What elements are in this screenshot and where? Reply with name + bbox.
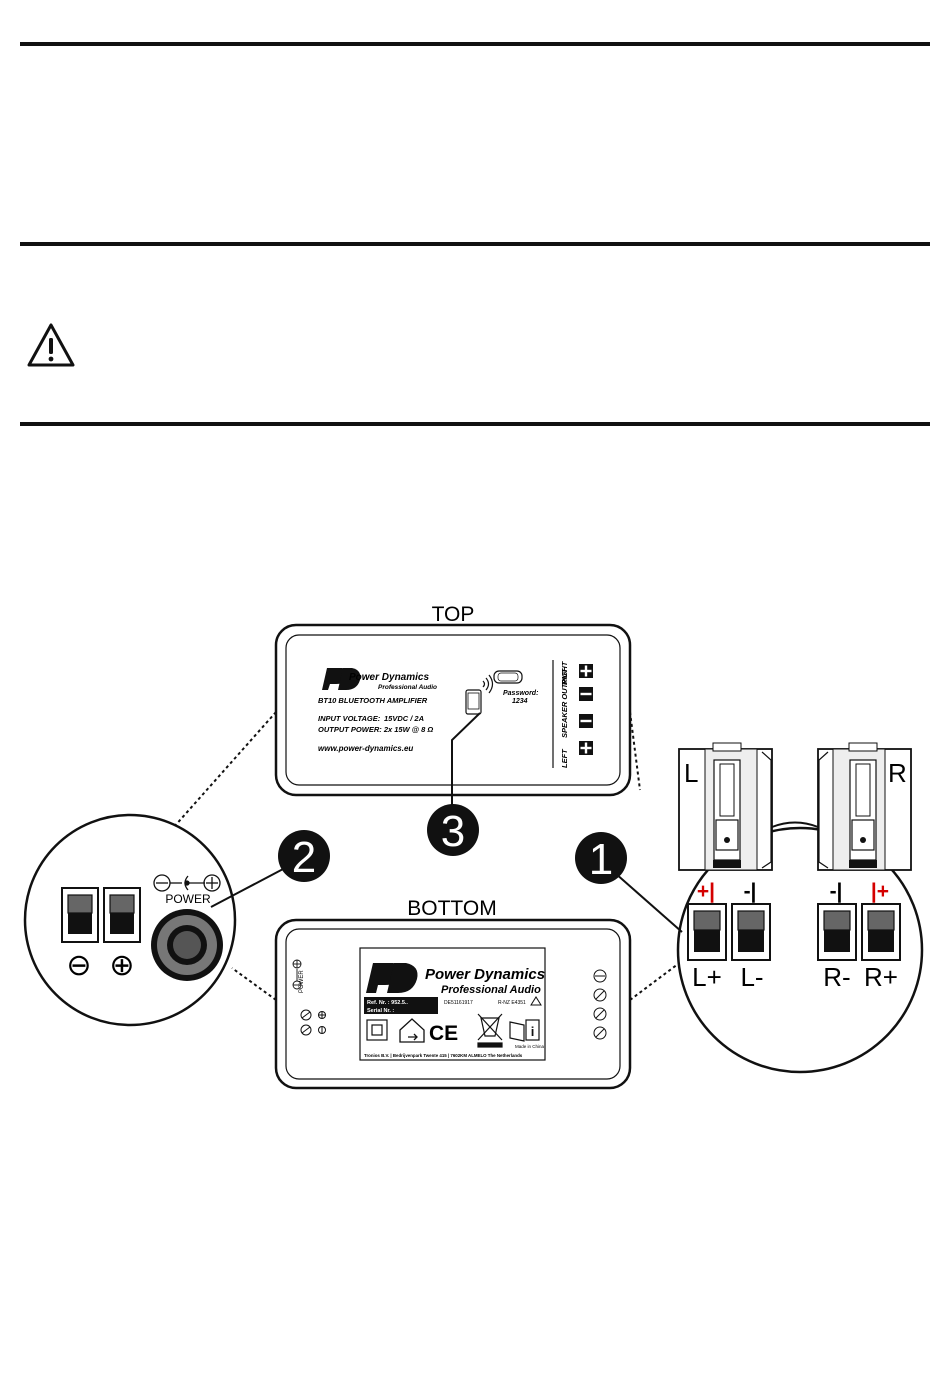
- terminal-lminus: [731, 903, 771, 961]
- ce-mark: CE: [429, 1022, 458, 1045]
- bottom-screws-left-icon: [300, 1009, 326, 1036]
- dc-power-jack: [151, 909, 223, 981]
- middle-rule: [20, 242, 930, 246]
- right-text: RIGHT: [560, 660, 569, 685]
- power-zoom-circle: ⊖ ⊕ POWER: [23, 813, 237, 1027]
- cert-code-text: DE51161917: [444, 1000, 473, 1006]
- bottom-rule: [20, 422, 930, 426]
- terminal-lplus: [687, 903, 727, 961]
- rnz-text: R-NZ E4351: [498, 1000, 526, 1006]
- made-in-text: Made in China: [515, 1044, 545, 1049]
- model-text: BT10 BLUETOOTH AMPLIFIER: [318, 696, 428, 705]
- speaker-device-icon: [493, 670, 523, 684]
- bottom-panel: POWER Power Dynamics Professional Audio …: [274, 918, 632, 1090]
- pd-logo-bottom: [366, 963, 418, 993]
- serial-nr-text: Serial Nr. :: [367, 1008, 394, 1014]
- callout-2-number: 2: [292, 833, 316, 882]
- indoor-use-icon: [399, 1018, 425, 1043]
- bottom-label: BOTTOM: [407, 897, 496, 920]
- double-insulation-icon: [366, 1019, 388, 1041]
- dc-polarity-icon: [153, 874, 221, 892]
- input-voltage-label: INPUT VOLTAGE:: [318, 714, 381, 723]
- left-text: LEFT: [560, 748, 569, 768]
- terminal-label-rminus: R-: [823, 962, 850, 992]
- callout-1: 1: [575, 832, 627, 884]
- terminal-minus-jack: [61, 887, 99, 943]
- terminal-plus-jack: [103, 887, 141, 943]
- top-label: TOP: [432, 603, 475, 626]
- speaker-right-icon: [817, 742, 912, 871]
- top-rule: [20, 42, 930, 46]
- callout-3-number: 3: [441, 807, 465, 856]
- terminal-rminus: [817, 903, 857, 961]
- label-top-rplus: |+: [871, 880, 889, 903]
- speaker-left-icon: [678, 742, 773, 871]
- password-label: Password:: [503, 690, 538, 697]
- terminal-label-rplus: R+: [864, 962, 898, 992]
- svg-text:i: i: [531, 1024, 535, 1039]
- brand-line2-top: Professional Audio: [378, 684, 437, 691]
- top-panel: Power Dynamics Professional Audio BT10 B…: [274, 623, 632, 797]
- power-label: POWER: [165, 892, 211, 906]
- speaker-left-label: L: [684, 758, 698, 788]
- bottom-screws-right-icon: [593, 969, 607, 1040]
- callout-3: 3: [427, 804, 479, 856]
- speaker-right-label: R: [888, 758, 907, 788]
- speaker-zoom-circle: +| -| -| |+ L+ L- R- R+: [676, 826, 924, 1074]
- website-text: www.power-dynamics.eu: [318, 744, 413, 753]
- ref-nr-text: Ref. Nr. : 952.5..: [367, 1000, 408, 1006]
- terminal-right-plus-icon: [579, 664, 593, 678]
- brand-line1-bottom: Power Dynamics: [425, 966, 545, 983]
- bluetooth-signal-icon: [482, 674, 494, 694]
- input-voltage-value: 15VDC / 2A: [384, 714, 424, 723]
- warning-icon: [26, 322, 76, 373]
- address-text: Tronios B.V. | Bedrijvenpark Twente 415 …: [364, 1053, 523, 1058]
- brand-line2-bottom: Professional Audio: [441, 984, 541, 996]
- rcm-mark-icon: [530, 996, 542, 1006]
- callout-1-number: 1: [589, 835, 613, 884]
- weee-bin-icon: [477, 1013, 503, 1048]
- terminal-left-plus-icon: [579, 741, 593, 755]
- callout-2: 2: [278, 830, 330, 882]
- manual-book-icon: i: [509, 1019, 540, 1042]
- label-top-rminus: -|: [830, 880, 843, 903]
- terminal-label-lplus: L+: [692, 962, 722, 992]
- label-top-lplus: +|: [697, 880, 715, 903]
- pd-logo-top: [322, 668, 361, 690]
- brand-line1-top: Power Dynamics: [349, 672, 429, 683]
- terminal-left-minus-icon: [579, 714, 593, 728]
- label-top-lminus: -|: [744, 880, 757, 903]
- power-side-text: POWER: [299, 970, 305, 993]
- terminal-right-minus-icon: [579, 687, 593, 701]
- power-minus-symbol: ⊖: [66, 949, 91, 982]
- terminal-rplus: [861, 903, 901, 961]
- phone-icon: [465, 689, 482, 715]
- password-value: 1234: [512, 698, 528, 705]
- speaker-output-text: SPEAKER OUTPUT: [560, 667, 569, 738]
- power-plus-symbol: ⊕: [109, 949, 134, 982]
- output-power-text: OUTPUT POWER: 2x 15W @ 8 Ω: [318, 725, 433, 734]
- terminal-label-lminus: L-: [740, 962, 763, 992]
